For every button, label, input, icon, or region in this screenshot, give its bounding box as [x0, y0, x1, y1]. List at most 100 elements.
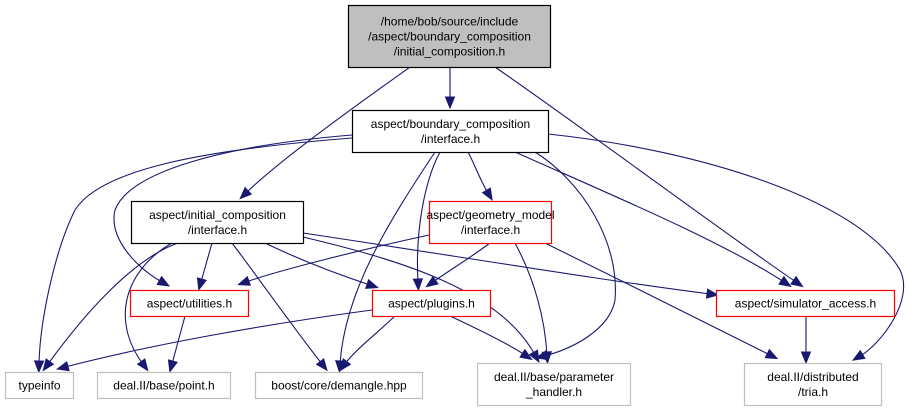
- edge-ic_interface-to-simulator_access: [302, 232, 720, 299]
- edge-line: [432, 242, 491, 283]
- edge-gm_interface-to-plugins: [425, 242, 491, 288]
- node-label-line: /interface.h: [461, 223, 520, 237]
- edge-line: [514, 242, 548, 356]
- arrowhead-icon: [33, 360, 45, 374]
- node-label-line: _handler.h: [525, 385, 582, 399]
- edge-line: [416, 151, 441, 283]
- arrowhead-icon: [778, 275, 792, 288]
- arrowhead-icon: [800, 351, 812, 365]
- node-bc-interface[interactable]: aspect/boundary_composition/interface.h: [351, 109, 550, 154]
- edge-line: [47, 242, 179, 365]
- node-box: [715, 289, 896, 318]
- arrowhead-icon: [705, 288, 720, 299]
- node-typeinfo: typeinfo: [4, 371, 75, 400]
- arrowhead-icon: [136, 358, 149, 372]
- edges-layer: [33, 66, 905, 374]
- edge-line: [514, 151, 785, 283]
- edge-plugins-to-parameter_handler: [449, 315, 533, 361]
- node-parameter-handler: deal.II/base/parameter_handler.h: [476, 362, 632, 407]
- node-ic-interface[interactable]: aspect/initial_composition/interface.h: [130, 200, 305, 245]
- edge-line: [467, 151, 489, 194]
- edge-line: [494, 66, 797, 283]
- edge-bc_interface-to-parameter_handler: [534, 151, 616, 361]
- node-label-line: deal.II/base/parameter: [494, 370, 614, 384]
- node-demangle: boost/core/demangle.hpp: [254, 371, 424, 400]
- arrowhead-icon: [156, 275, 171, 287]
- edge-line: [124, 242, 173, 365]
- node-label-line: aspect/plugins.h: [388, 297, 475, 311]
- arrowhead-icon: [790, 275, 804, 288]
- node-label-line: aspect/geometry_model: [426, 208, 554, 222]
- edge-line: [534, 151, 616, 357]
- edge-plugins-to-typeinfo: [55, 309, 373, 372]
- arrowhead-icon: [167, 359, 178, 373]
- node-gm-interface[interactable]: aspect/geometry_model/interface.h: [426, 200, 555, 245]
- arrowhead-icon: [55, 361, 70, 372]
- node-box: [4, 371, 75, 400]
- edge-gm_interface-to-tria: [544, 242, 779, 360]
- arrowhead-icon: [541, 351, 553, 365]
- node-label-line: aspect/simulator_access.h: [735, 297, 876, 311]
- node-box: [428, 200, 553, 245]
- edge-line: [38, 137, 353, 365]
- edge-line: [231, 242, 323, 365]
- edge-ic_interface-to-demangle: [231, 242, 328, 372]
- node-box: [130, 200, 305, 245]
- edge-line: [449, 315, 526, 356]
- edge-ic_interface-to-typeinfo: [42, 242, 179, 372]
- node-box: [129, 289, 250, 318]
- node-box: [347, 4, 552, 69]
- node-label-line: /interface.h: [188, 223, 247, 237]
- edge-root-to-simulator_access: [494, 66, 804, 288]
- arrowhead-icon: [365, 278, 379, 289]
- node-label-line: aspect/boundary_composition: [371, 117, 530, 131]
- edge-line: [200, 242, 213, 283]
- edge-gm_interface-to-parameter_handler: [514, 242, 553, 365]
- node-tria: deal.II/distributed/tria.h: [743, 362, 883, 407]
- edge-bc_interface-to-simulator_access: [514, 151, 792, 288]
- node-label-line: aspect/initial_composition: [149, 208, 286, 222]
- arrowhead-icon: [42, 358, 55, 372]
- node-root[interactable]: /home/bob/source/include/aspect/boundary…: [347, 4, 552, 69]
- node-label-line: deal.II/base/point.h: [113, 379, 214, 393]
- edge-bc_interface-to-utilities: [113, 134, 353, 287]
- node-plugins[interactable]: aspect/plugins.h: [371, 289, 492, 318]
- edge-utilities-to-point: [167, 315, 186, 373]
- arrowhead-icon: [528, 349, 540, 364]
- arrowhead-icon: [196, 277, 207, 291]
- edge-line: [113, 134, 353, 283]
- edge-line: [245, 66, 411, 194]
- edge-line: [339, 151, 436, 365]
- edge-root-to-ic_interface: [239, 66, 411, 200]
- node-box: [254, 371, 424, 400]
- node-label-line: /aspect/boundary_composition: [368, 30, 531, 44]
- edge-gm_interface-to-utilities: [237, 234, 430, 286]
- arrowhead-icon: [339, 358, 352, 372]
- edge-ic_interface-to-plugins: [264, 242, 379, 289]
- node-utilities[interactable]: aspect/utilities.h: [129, 289, 250, 318]
- edge-line: [171, 315, 186, 365]
- arrowhead-icon: [444, 96, 456, 110]
- arrowhead-icon: [315, 358, 328, 372]
- edge-ic_interface-to-parameter_handler: [302, 236, 540, 364]
- arrowhead-icon: [852, 349, 866, 361]
- edge-line: [302, 236, 536, 356]
- arrowhead-icon: [239, 186, 253, 200]
- arrowhead-icon: [425, 275, 439, 288]
- node-label-line: /interface.h: [421, 132, 480, 146]
- edge-bc_interface-to-gm_interface: [467, 151, 493, 202]
- edge-ic_interface-to-point: [124, 242, 173, 372]
- arrowhead-icon: [412, 278, 424, 292]
- node-label-line: aspect/utilities.h: [147, 297, 232, 311]
- node-box: [371, 289, 492, 318]
- edge-simulator_access-to-tria: [800, 316, 812, 365]
- arrowhead-icon: [519, 348, 533, 361]
- edge-bc_interface-to-demangle: [335, 151, 436, 374]
- edge-line: [245, 234, 430, 283]
- edge-line: [544, 242, 771, 356]
- node-label-line: /initial_composition.h: [394, 45, 505, 59]
- edge-line: [344, 315, 396, 365]
- node-simulator-access[interactable]: aspect/simulator_access.h: [715, 289, 896, 318]
- arrowhead-icon: [237, 275, 252, 286]
